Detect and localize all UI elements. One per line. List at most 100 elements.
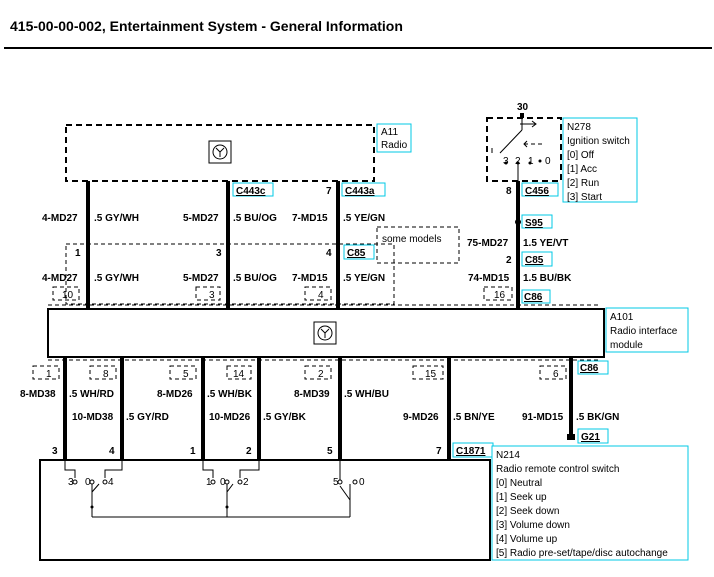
ground-icon [567,434,575,440]
c85-pin-4: 4 [326,248,332,259]
s95-label: S95 [525,218,543,229]
wire-middle-circuit-4: 74-MD15 [468,273,510,284]
ignition-pos-1: [1] Acc [567,164,597,175]
wire-lower-color-6: .5 BN/YE [453,412,495,423]
c86-lower-pinbox-1 [32,365,60,380]
c85-label-a: C85 [347,248,366,259]
wire-middle-color-4: 1.5 BU/BK [523,273,572,284]
some-models-region [65,243,395,305]
wire-middle-circuit-3: 7-MD15 [292,273,328,284]
wire-lower-circuit-5: 8-MD39 [294,389,330,400]
s95-box [521,214,553,229]
c86-upper-pin-4: 4 [318,290,324,301]
c86-label-a: C86 [524,292,543,303]
c86-upper-pinbox-10 [52,286,80,301]
c1871-pin-2: 2 [246,446,252,457]
wire-lower-circuit-6: 9-MD26 [403,412,439,423]
remote-switch-label-box [491,445,689,561]
n214-mark-5: 5 [333,477,339,488]
remote-switch-contacts-icon [64,460,358,518]
ignition-pos-2: [2] Run [567,178,599,189]
radio-label-box [376,123,412,153]
wire-middle-circuit-1: 4-MD27 [42,273,78,284]
c86-upper-pinbox-16 [483,286,513,301]
c86-upper-pin-16: 16 [494,290,506,301]
c85-box-b [521,251,553,267]
remote-switch-pos-0: [0] Neutral [496,478,542,489]
c86-lower-pin-14: 14 [233,369,245,380]
c86-upper-pin-10: 10 [62,290,74,301]
wire-upper-color-4: 1.5 YE/VT [523,238,568,249]
c443c-box [232,182,274,197]
module-name-2: module [610,340,643,351]
remote-switch-pos-4: [4] Volume up [496,534,558,545]
c1871-pin-5: 5 [327,446,333,457]
c86-upper-pinbox-4 [304,286,332,301]
wire-lower-circuit-3: 8-MD26 [157,389,193,400]
n214-mark-0c: 0 [359,477,365,488]
module-name-1: Radio interface [610,326,678,337]
c86-lower-pin-1: 1 [46,369,52,380]
wire-upper-color-2: .5 BU/OG [233,213,277,224]
wire-lower-color-3: .5 WH/BK [207,389,253,400]
c1871-label: C1871 [456,446,486,457]
c86-lower-pinbox-8 [89,365,117,380]
c1871-pin-3: 3 [52,446,58,457]
n214-mark-0a: 0 [85,477,91,488]
remote-switch-id: N214 [496,450,520,461]
remote-switch-pos-3: [3] Volume down [496,520,570,531]
c86-lower-pin-8: 8 [103,369,109,380]
module-radio-symbol-icon [313,321,337,345]
ignition-name: Ignition switch [567,136,630,147]
c85-label-b: C85 [525,255,544,266]
remote-switch-pos-5: [5] Radio pre-set/tape/disc autochange [496,548,668,559]
wire-lower-color-4: .5 GY/BK [263,412,307,423]
wire-upper-circuit-3: 7-MD15 [292,213,328,224]
c86-label-b: C86 [580,363,599,374]
c86-upper-pin-3: 3 [209,290,215,301]
c443a-label: C443a [345,186,375,197]
wire-lower-circuit-7: 91-MD15 [522,412,564,423]
g21-box [577,428,609,444]
ignition-switch-symbol-icon [491,118,544,181]
splice-s95-dot [515,219,521,225]
c1871-pin-4: 4 [109,446,115,457]
n214-mark-0b: 0 [220,477,226,488]
radio-id: A11 [381,127,398,138]
c85-pin-2: 2 [506,255,512,266]
c86-box-b [577,360,609,375]
wire-upper-circuit-1: 4-MD27 [42,213,78,224]
remote-switch-name: Radio remote control switch [496,464,619,475]
wire-lower-circuit-2: 10-MD38 [72,412,114,423]
wire-lower-color-1: .5 WH/RD [69,389,114,400]
g21-label: G21 [581,432,600,443]
c86-lower-pinbox-6 [539,365,567,380]
n214-mark-3: 3 [68,477,74,488]
ignition-mark-1: 1 [528,156,534,167]
ignition-id: N278 [567,122,591,133]
wire-upper-circuit-2: 5-MD27 [183,213,219,224]
c86-box-a [521,289,551,304]
c1871-pin-7: 7 [436,446,442,457]
wire-upper-color-3: .5 YE/GN [343,213,385,224]
ignition-mark-0: 0 [545,156,551,167]
radio-interface-module [47,308,605,358]
c456-pin-8: 8 [506,186,512,197]
c443a-pin-7: 7 [326,186,332,197]
c1871-pin-1: 1 [190,446,196,457]
c456-label: C456 [525,186,549,197]
ignition-pin-30: 30 [517,102,529,113]
wire-lower-color-2: .5 GY/RD [126,412,169,423]
c86-lower-pinbox-14 [226,365,252,380]
wire-middle-circuit-2: 5-MD27 [183,273,219,284]
ignition-pos-3: [3] Start [567,192,602,203]
wire-upper-color-1: .5 GY/WH [94,213,139,224]
remote-switch-pos-2: [2] Seek down [496,506,559,517]
ignition-mark-3: 3 [503,156,509,167]
ignition-label-box [562,117,638,203]
wire-middle-color-1: .5 GY/WH [94,273,139,284]
c443a-box [341,182,386,197]
ignition-pos-0: [0] Off [567,150,594,161]
c85-pin-3: 3 [216,248,222,259]
